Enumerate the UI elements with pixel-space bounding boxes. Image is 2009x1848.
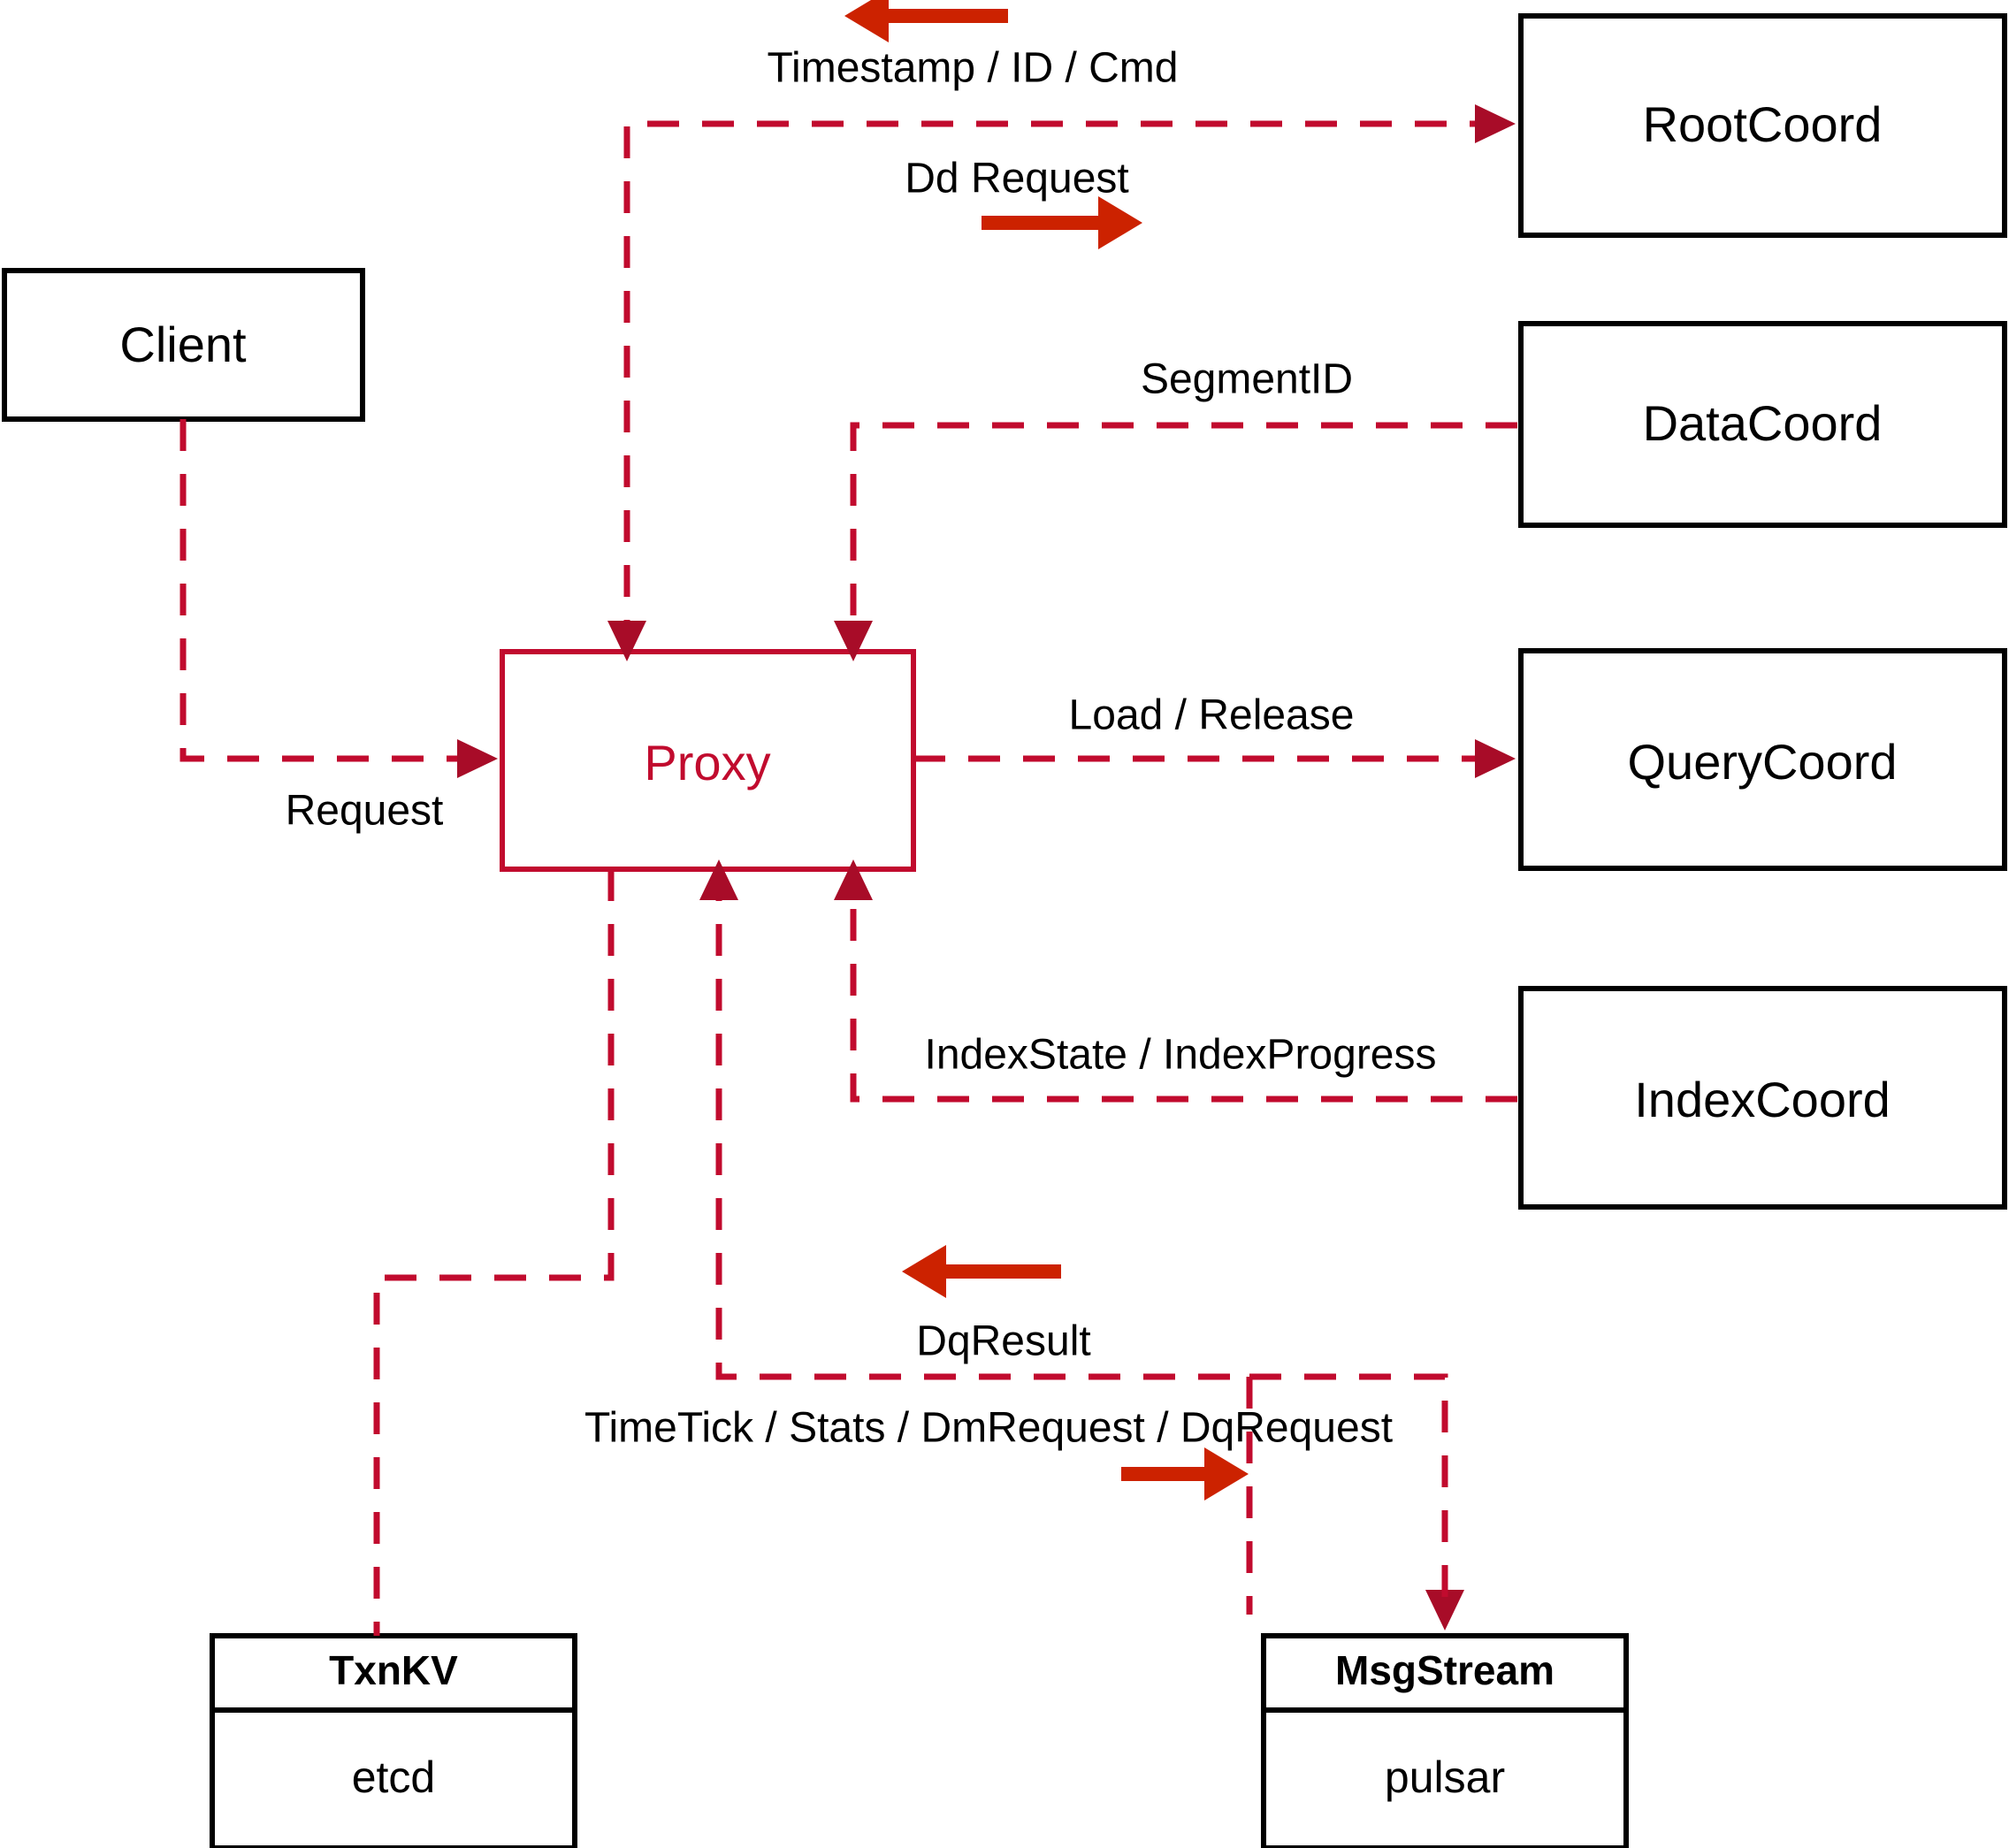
client-label: Client: [119, 317, 247, 372]
node-root-coord[interactable]: RootCoord: [1518, 13, 2007, 238]
edge-label-timetick-stats: TimeTick / Stats / DmRequest / DqRequest: [584, 1405, 1393, 1452]
node-proxy[interactable]: Proxy: [500, 649, 916, 872]
query-coord-box[interactable]: [1518, 648, 2007, 871]
arrowhead-proxy-top-right-in: [834, 621, 873, 661]
edge-label-segment-id: SegmentID: [1141, 356, 1353, 403]
edge-path-datacoord-proxy: [850, 422, 1517, 652]
direction-arrow-dqrequest: [1121, 1447, 1249, 1501]
edge-label-request: Request: [286, 788, 444, 835]
direction-arrow-dqresult: [902, 1245, 1061, 1298]
node-client[interactable]: Client: [2, 268, 365, 422]
data-coord-box[interactable]: [1518, 321, 2007, 528]
arrowhead-proxy-bottom-right-in: [834, 859, 873, 900]
node-msgstream[interactable]: MsgStream pulsar: [1261, 1633, 1629, 1848]
edge-label-load-release: Load / Release: [1069, 692, 1355, 739]
node-index-coord[interactable]: IndexCoord: [1518, 986, 2007, 1210]
txnkv-box[interactable]: [210, 1633, 577, 1848]
data-coord-label: DataCoord: [1643, 395, 1883, 451]
arrowhead-rootcoord-in: [1475, 104, 1516, 143]
arrowhead-msgstream-in: [1425, 1590, 1464, 1630]
arrowhead-proxy-bottom-mid-in: [699, 859, 738, 900]
query-coord-label: QueryCoord: [1627, 734, 1897, 790]
direction-arrow-timestamp: [844, 0, 1008, 42]
edge-path-to-msgstream-leg: [1249, 1373, 1448, 1618]
node-txnkv[interactable]: TxnKV etcd: [210, 1633, 577, 1848]
txnkv-title: TxnKV: [329, 1647, 458, 1693]
msgstream-box[interactable]: [1261, 1633, 1629, 1848]
proxy-box[interactable]: [500, 649, 916, 872]
root-coord-label: RootCoord: [1643, 96, 1883, 152]
proxy-label: Proxy: [644, 735, 770, 790]
edge-path-proxy-rootcoord: [623, 120, 1503, 652]
edge-label-index-state: IndexState / IndexProgress: [925, 1032, 1437, 1079]
index-coord-box[interactable]: [1518, 986, 2007, 1210]
edge-path-client-proxy: [180, 419, 485, 762]
root-coord-box[interactable]: [1518, 13, 2007, 238]
arrowhead-proxy-left-in: [457, 739, 498, 778]
edge-path-proxy-txnkv: [373, 869, 615, 1636]
node-query-coord[interactable]: QueryCoord: [1518, 648, 2007, 871]
arrowhead-proxy-top-left-in: [607, 621, 646, 661]
msgstream-title: MsgStream: [1335, 1647, 1554, 1693]
txnkv-impl: etcd: [352, 1753, 436, 1802]
edge-label-dqresult: DqResult: [916, 1318, 1090, 1365]
index-coord-label: IndexCoord: [1634, 1072, 1891, 1127]
direction-arrow-dd-request: [982, 196, 1142, 249]
client-box[interactable]: [2, 268, 365, 422]
msgstream-impl: pulsar: [1385, 1753, 1505, 1802]
edge-label-dd-request: Dd Request: [905, 156, 1128, 202]
arrowhead-querycoord-in: [1475, 739, 1516, 778]
edge-path-msgstream-proxy: [715, 869, 1249, 1380]
edge-path-indexcoord-proxy: [850, 869, 1517, 1103]
node-data-coord[interactable]: DataCoord: [1518, 321, 2007, 528]
edge-label-timestamp: Timestamp / ID / Cmd: [768, 45, 1179, 92]
